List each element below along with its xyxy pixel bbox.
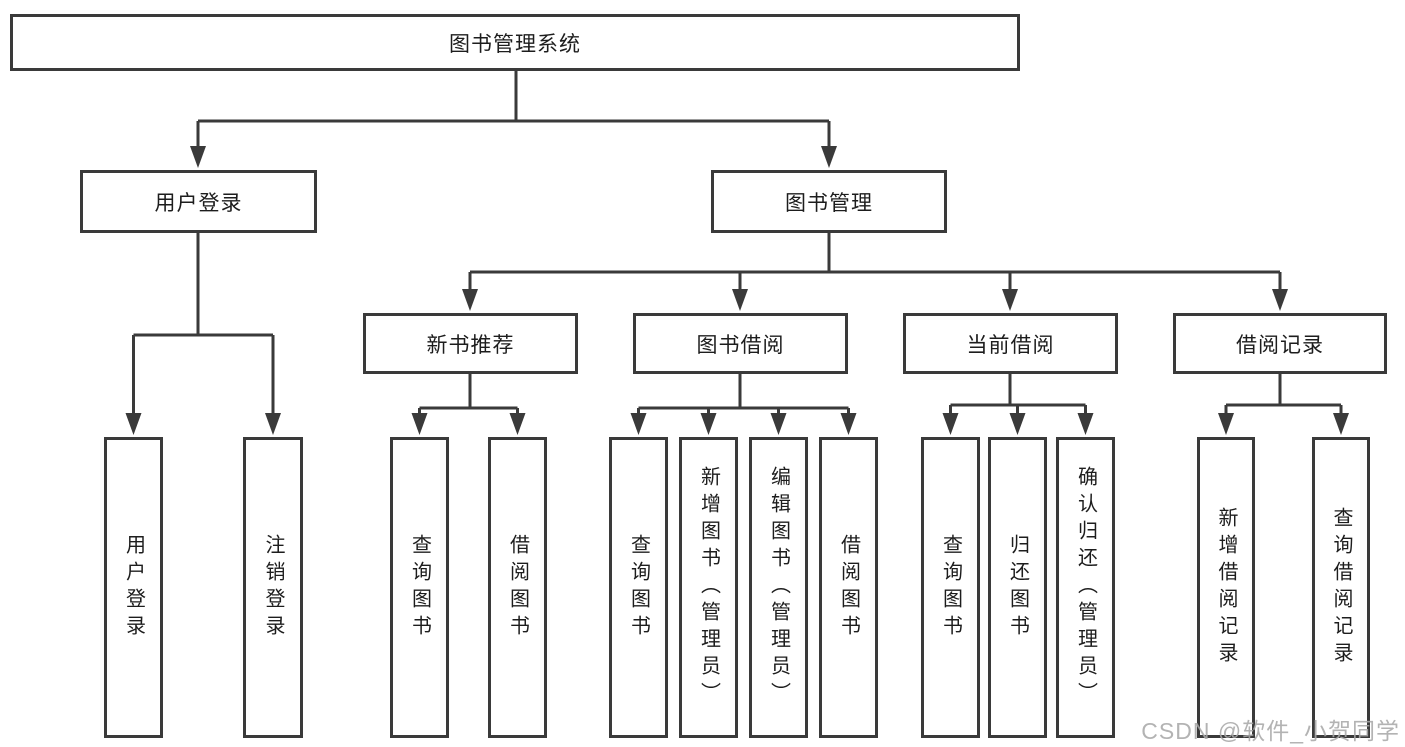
csdn-watermark: CSDN @软件_小贺同学 [1141, 718, 1400, 744]
leaf-user-login: 用户登录 [104, 437, 163, 738]
node-user-login: 用户登录 [80, 170, 317, 233]
leaf-current-query-books: 查询图书 [921, 437, 980, 738]
leaf-records-add-borrow-record: 新增借阅记录 [1197, 437, 1255, 738]
leaf-logout-login: 注销登录 [243, 437, 303, 738]
leaf-borrow-add-books-admin: 新增图书（管理员） [679, 437, 738, 738]
node-book-borrow: 图书借阅 [633, 313, 848, 374]
leaf-records-query-borrow-record: 查询借阅记录 [1312, 437, 1370, 738]
leaf-current-confirm-return-admin: 确认归还（管理员） [1056, 437, 1115, 738]
node-library-management-system: 图书管理系统 [10, 14, 1020, 71]
leaf-current-return-books: 归还图书 [988, 437, 1047, 738]
leaf-recommend-query-books: 查询图书 [390, 437, 449, 738]
node-book-management: 图书管理 [711, 170, 947, 233]
node-borrow-records: 借阅记录 [1173, 313, 1387, 374]
leaf-recommend-borrow-books: 借阅图书 [488, 437, 547, 738]
leaf-borrow-edit-books-admin: 编辑图书（管理员） [749, 437, 808, 738]
node-new-book-recommend: 新书推荐 [363, 313, 578, 374]
node-current-borrow: 当前借阅 [903, 313, 1118, 374]
leaf-borrow-borrow-books: 借阅图书 [819, 437, 878, 738]
leaf-borrow-query-books: 查询图书 [609, 437, 668, 738]
